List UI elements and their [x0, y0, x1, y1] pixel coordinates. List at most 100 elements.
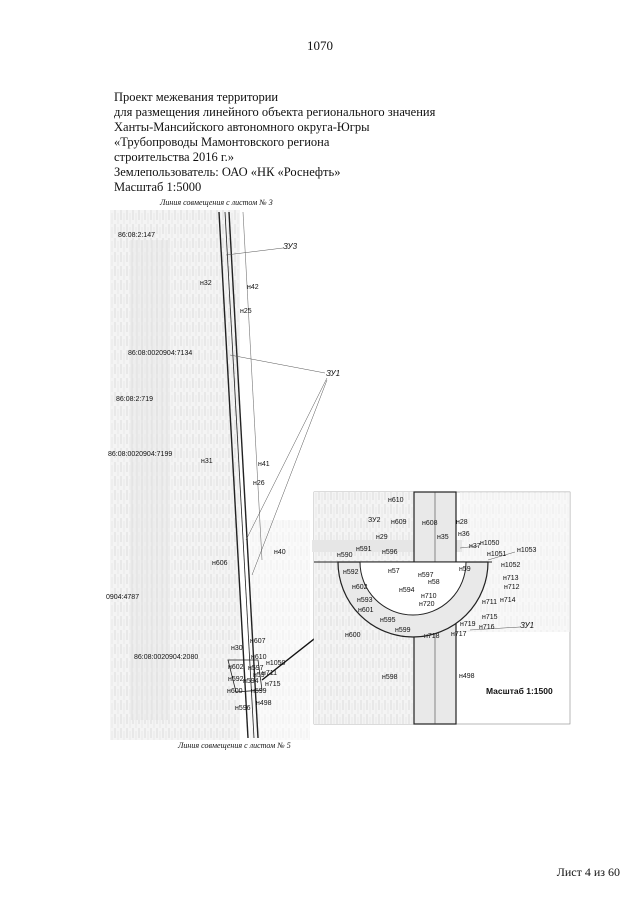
inset-point-label: н29: [376, 534, 388, 541]
point-label: н592: [228, 676, 244, 683]
inset-point-label: н1050: [480, 540, 500, 547]
inset-point-label: н720: [419, 601, 435, 608]
corridor-line-left: [218, 211, 249, 739]
aerial-texture-strip: [130, 240, 170, 720]
cadastral-label: 0904:4787: [106, 594, 140, 601]
inset-point-label: н597: [418, 572, 434, 579]
inset-point-label: н35: [437, 534, 449, 541]
point-label: н26: [253, 480, 265, 487]
corridor-line-mid: [224, 211, 255, 739]
inset-scale: Масштаб 1:1500: [486, 686, 553, 696]
inset-point-label: н715: [482, 614, 498, 621]
leader-zu1-a: [229, 354, 326, 374]
inset-point-label: н610: [388, 497, 404, 504]
point-label: н32: [200, 280, 212, 287]
inset-point-label: н57: [388, 568, 400, 575]
inset-point-label: н711: [482, 599, 498, 606]
point-label: н59: [253, 672, 265, 679]
point-label: н25: [240, 308, 252, 315]
inset-leader-zu1: [469, 626, 521, 631]
header-line-4: «Трубопроводы Мамонтовского региона: [114, 135, 330, 149]
sheet-number: Лист 4 из 60: [556, 865, 620, 879]
cadastral-label: 86:08:0020904:7199: [108, 451, 173, 458]
point-label: н600: [227, 688, 243, 695]
header-line-2: для размещения линейного объекта региона…: [114, 105, 436, 119]
zone-label: ЗУ3: [283, 242, 298, 251]
inset-point-label: н1052: [501, 562, 521, 569]
junction-cluster: [227, 659, 263, 693]
point-label: н715: [265, 681, 281, 688]
zone-label: ЗУ1: [326, 369, 341, 378]
point-label: н610: [251, 654, 267, 661]
cadastral-label: 86:08:0020904:7134: [128, 350, 193, 357]
inset-point-label: н600: [345, 632, 361, 639]
page-number: 1070: [307, 38, 333, 53]
inset-point-label: н713: [503, 575, 519, 582]
inset-point-label: н595: [380, 617, 396, 624]
point-label: н606: [212, 560, 228, 567]
point-label: н42: [247, 284, 259, 291]
point-label: н41: [258, 461, 270, 468]
inset-point-label: ЗУ2: [368, 517, 381, 524]
inset-point-label: н37: [469, 543, 481, 550]
inset-point-label: н601: [358, 607, 374, 614]
leader-zu1-b: [245, 377, 328, 541]
inset-point-label: н1053: [517, 547, 537, 554]
inset-point-label: н710: [421, 593, 437, 600]
document-header: Проект межевания территории для размещен…: [114, 90, 435, 195]
inset-point-label: н498: [459, 673, 475, 680]
inset-point-label: н36: [458, 531, 470, 538]
point-label: н498: [256, 700, 272, 707]
inset-point-label: н594: [399, 587, 415, 594]
inset-point-label: н718: [424, 633, 440, 640]
header-line-3: Ханты-Мансийского автономного округа-Югр…: [114, 120, 370, 134]
inset-zone-label: ЗУ1: [520, 621, 535, 630]
leader-zu1-c: [251, 379, 328, 576]
point-label: н599: [251, 688, 267, 695]
aerial-texture-right: [250, 520, 310, 740]
inset-leader-1050: [459, 545, 479, 549]
point-label: н597: [248, 665, 264, 672]
inset-point-label: н602: [352, 584, 368, 591]
cadastral-label: 86:08:2:147: [118, 232, 155, 239]
inset-point-label: н599: [395, 627, 411, 634]
point-label: н30: [231, 645, 243, 652]
inset-leader-1053: [487, 551, 516, 561]
inset-point-label: н59: [459, 566, 471, 573]
point-label: н607: [250, 638, 266, 645]
point-label: н31: [201, 458, 213, 465]
inset-point-label: н609: [391, 519, 407, 526]
header-line-1: Проект межевания территории: [114, 90, 279, 104]
header-line-6: Землепользователь: ОАО «НК «Роснефть»: [114, 165, 341, 179]
corridor-line-right: [228, 211, 259, 739]
boundary-line: [242, 211, 263, 561]
inset-point-label: н716: [479, 624, 495, 631]
leader-zu3: [225, 247, 284, 256]
inset-pad-inner: [359, 561, 467, 616]
inset-point-label: н28: [456, 519, 468, 526]
inset-point-label: н719: [460, 621, 476, 628]
point-label: н596: [235, 705, 251, 712]
cadastral-label: 86:08:2:719: [116, 396, 153, 403]
point-label: н1050: [266, 660, 286, 667]
point-label: н711: [262, 670, 278, 677]
point-label: н40: [274, 549, 286, 556]
inset-point-label: н58: [428, 579, 440, 586]
cadastral-label: 86:08:0020904:2080: [134, 654, 199, 661]
caption-top: Линия совмещения с листом № 3: [160, 198, 273, 207]
header-line-7: Масштаб 1:5000: [114, 180, 202, 194]
inset-point-label: н590: [337, 552, 353, 559]
caption-bottom: Линия совмещения с листом № 5: [178, 741, 291, 750]
point-label: н602: [228, 664, 244, 671]
inset-point-label: н712: [504, 584, 520, 591]
inset-point-label: н714: [500, 597, 516, 604]
point-label: н594: [243, 678, 259, 685]
inset-point-label: н596: [382, 549, 398, 556]
inset-point-label: н592: [343, 569, 359, 576]
inset-point-label: н598: [382, 674, 398, 681]
inset-point-label: н593: [357, 597, 373, 604]
inset-point-label: н1051: [487, 551, 507, 558]
inset-point-label: н608: [422, 520, 438, 527]
header-line-5: строительства 2016 г.»: [114, 150, 234, 164]
